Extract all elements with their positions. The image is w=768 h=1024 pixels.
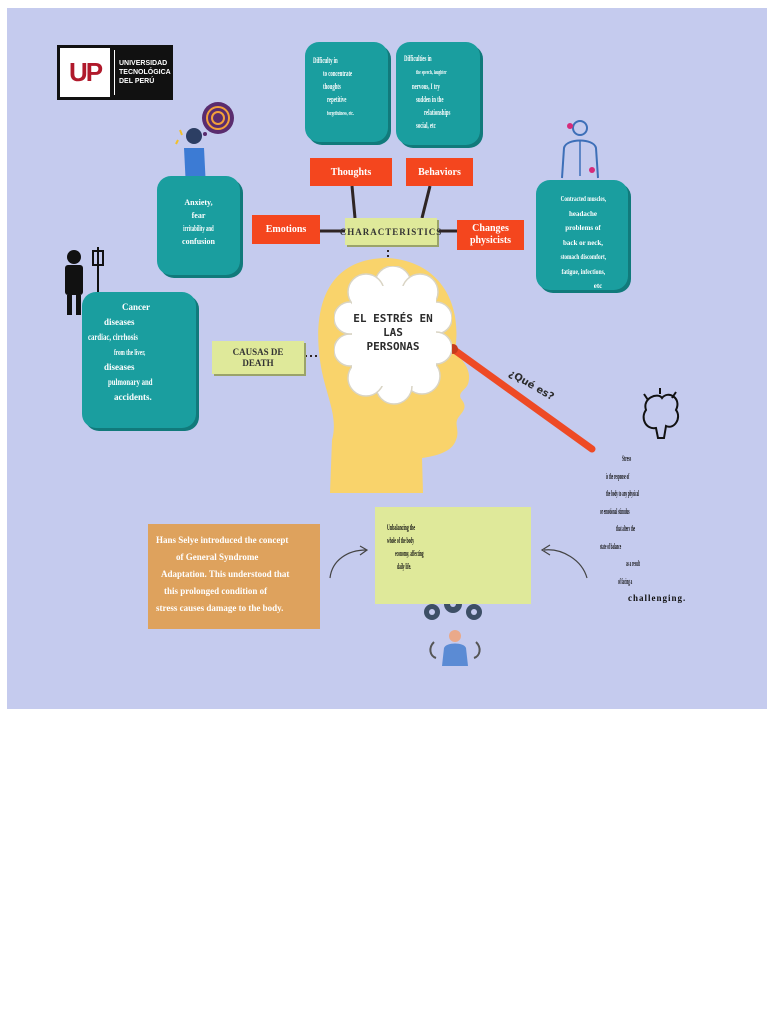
center-title-line: EL ESTRÉS EN: [353, 312, 433, 325]
note-line: whole of the body: [387, 536, 415, 545]
card-line: nervous, I try: [412, 82, 440, 91]
card-line: Contracted muscles,: [560, 195, 606, 203]
selye-line: this prolonged condition of: [164, 586, 268, 596]
logo-text-line: DEL PERÚ: [119, 78, 155, 85]
card-line: from the liver,: [114, 348, 146, 357]
changes-label: Changes physicists: [457, 220, 524, 250]
definition-line: as a result: [626, 559, 640, 568]
card-line: fatigue, infections,: [561, 267, 605, 276]
card-line: back or neck,: [562, 238, 604, 247]
card-line: repetitive: [327, 95, 347, 104]
card-line: accidents.: [114, 392, 152, 402]
causes-of-death-label: CAUSAS DE DEATH: [212, 341, 304, 374]
definition-line: is the response of: [606, 471, 630, 481]
center-title: EL ESTRÉS EN LAS PERSONAS: [344, 312, 442, 354]
card-line: cardiac, cirrhosis: [88, 332, 138, 342]
card-line: sudden in the: [416, 95, 444, 104]
card-line: Anxiety,: [184, 198, 213, 207]
selye-line: Hans Selye introduced the concept: [156, 535, 289, 545]
behaviors-card: Difficulties in the speech, laughter ner…: [396, 42, 480, 145]
definition-line: of facing a: [618, 576, 633, 586]
changes-label-line: physicists: [469, 235, 512, 246]
definition-line: the body to any physical: [606, 489, 640, 498]
card-line: to concentrate: [323, 69, 353, 78]
stress-definition: Stress is the response of the body to an…: [596, 450, 692, 608]
physical-changes-card: Contracted muscles, headache problems of…: [536, 180, 628, 290]
card-line: stomach discomfort,: [560, 253, 606, 261]
emotions-card: Anxiety, fear irritability and confusion: [157, 176, 240, 275]
card-line: relationships: [424, 108, 451, 117]
emotions-label: Emotions: [252, 215, 320, 244]
behaviors-label: Behaviors: [406, 158, 473, 186]
changes-label-line: Changes: [472, 223, 509, 234]
card-line: Difficulties in: [404, 54, 432, 63]
imbalance-note: Unbalancing the whole of the body econom…: [375, 507, 531, 604]
card-line: problems of: [565, 224, 601, 232]
university-logo: UP UNIVERSIDAD TECNOLÓGICA DEL PERÚ: [57, 45, 173, 100]
center-title-line: LAS: [383, 326, 403, 339]
brain-stress-icon: [642, 388, 680, 439]
card-line: fear: [191, 211, 206, 220]
definition-line: state of balance: [600, 541, 622, 551]
thoughts-card: Difficulty in to concentrate thoughts re…: [305, 42, 388, 142]
card-line: forgetfulness, etc.: [327, 111, 354, 117]
center-title-line: PERSONAS: [366, 340, 420, 353]
note-line: daily life.: [397, 562, 412, 571]
card-line: headache: [569, 209, 597, 218]
definition-line: that alters the: [616, 524, 636, 533]
selye-line: of General Syndrome: [176, 552, 259, 562]
logo-text-line: TECNOLÓGICA: [119, 69, 171, 76]
gears-person-icon: ✦✦: [424, 591, 486, 666]
card-line: etc: [593, 282, 603, 290]
card-line: thoughts: [323, 82, 341, 91]
characteristics-label: CHARACTERISTICS: [340, 218, 441, 245]
back-pain-icon: [561, 120, 599, 179]
card-line: Cancer: [122, 302, 150, 312]
note-line: economy, affecting: [395, 549, 424, 558]
card-line: Difficulty in: [313, 56, 338, 65]
logo-mark: UP: [60, 48, 110, 97]
selye-note: Hans Selye introduced the concept of Gen…: [148, 524, 320, 629]
definition-line: or emotional stimulus: [600, 506, 630, 516]
causes-of-death-card: Cancer diseases cardiac, cirrhosis from …: [82, 292, 196, 428]
card-line: diseases: [104, 362, 135, 372]
causes-label-line: CAUSAS DE: [232, 346, 284, 357]
definition-line: Stress: [622, 454, 632, 463]
card-line: confusion: [182, 237, 215, 246]
card-line: irritability and: [183, 224, 214, 233]
definition-line: challenging.: [628, 593, 687, 603]
causes-label-line: DEATH: [242, 357, 274, 368]
selye-line: stress causes damage to the body.: [156, 603, 284, 613]
card-line: pulmonary and: [108, 377, 153, 387]
card-line: diseases: [104, 317, 135, 327]
title-cloud: [334, 266, 452, 405]
selye-line: Adaptation. This understood that: [161, 569, 290, 579]
card-line: social, etc: [416, 121, 436, 130]
logo-text-line: UNIVERSIDAD: [119, 60, 168, 67]
card-line: the speech, laughter: [416, 70, 447, 76]
thoughts-label: Thoughts: [310, 158, 392, 186]
note-line: Unbalancing the: [387, 523, 416, 532]
